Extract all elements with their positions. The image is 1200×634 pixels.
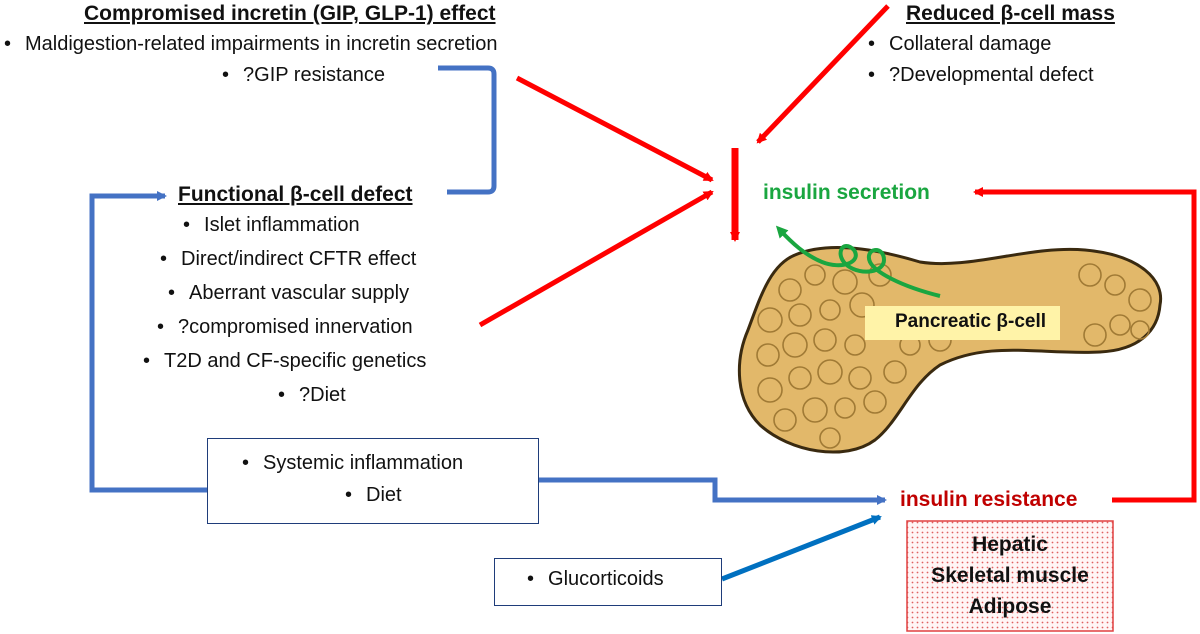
gip-bracket xyxy=(438,65,497,195)
pancreatic-beta-cell-label: Pancreatic β-cell xyxy=(895,311,1047,332)
tissue-adipose: Adipose xyxy=(968,595,1052,618)
functional-item: Islet inflammation xyxy=(183,214,360,237)
functional-item: T2D and CF-specific genetics xyxy=(143,350,426,373)
pancreas-illustration xyxy=(737,245,1163,454)
functional-title: Functional β-cell defect xyxy=(178,183,413,206)
incretin-item: ?GIP resistance xyxy=(222,64,385,87)
tissue-hepatic: Hepatic xyxy=(972,533,1048,556)
incretin-title: Compromised incretin (GIP, GLP-1) effect xyxy=(84,2,496,25)
insulin-resistance-label: insulin resistance xyxy=(900,488,1078,511)
tissue-skeletal-muscle: Skeletal muscle xyxy=(931,564,1089,587)
systemic-item: Diet xyxy=(345,484,402,507)
insulin-secretion-arrow xyxy=(775,225,941,298)
systemic-to-resistance-arrow xyxy=(538,477,887,505)
beta-mass-arrow xyxy=(756,4,890,144)
insulin-secretion-label: insulin secretion xyxy=(763,181,930,204)
beta-mass-item: ?Developmental defect xyxy=(868,64,1094,87)
incretin-arrow xyxy=(515,75,714,183)
functional-item: ?Diet xyxy=(278,384,346,407)
systemic-to-functional-arrow xyxy=(89,191,208,493)
beta-mass-title: Reduced β-cell mass xyxy=(906,2,1115,25)
functional-item: Aberrant vascular supply xyxy=(168,282,409,305)
functional-arrow xyxy=(478,189,714,328)
resistance-to-secretion-arrow xyxy=(973,187,1197,503)
systemic-item: Systemic inflammation xyxy=(242,452,463,475)
tissue-box xyxy=(906,520,1114,632)
incretin-item: Maldigestion-related impairments in incr… xyxy=(4,33,497,56)
functional-item: Direct/indirect CFTR effect xyxy=(160,248,416,271)
glucocorticoids-item: Glucorticoids xyxy=(527,568,664,591)
systemic-box xyxy=(207,438,539,524)
functional-item: ?compromised innervation xyxy=(157,316,413,339)
glucocorticoids-arrow xyxy=(721,514,882,582)
beta-mass-item: Collateral damage xyxy=(868,33,1051,56)
